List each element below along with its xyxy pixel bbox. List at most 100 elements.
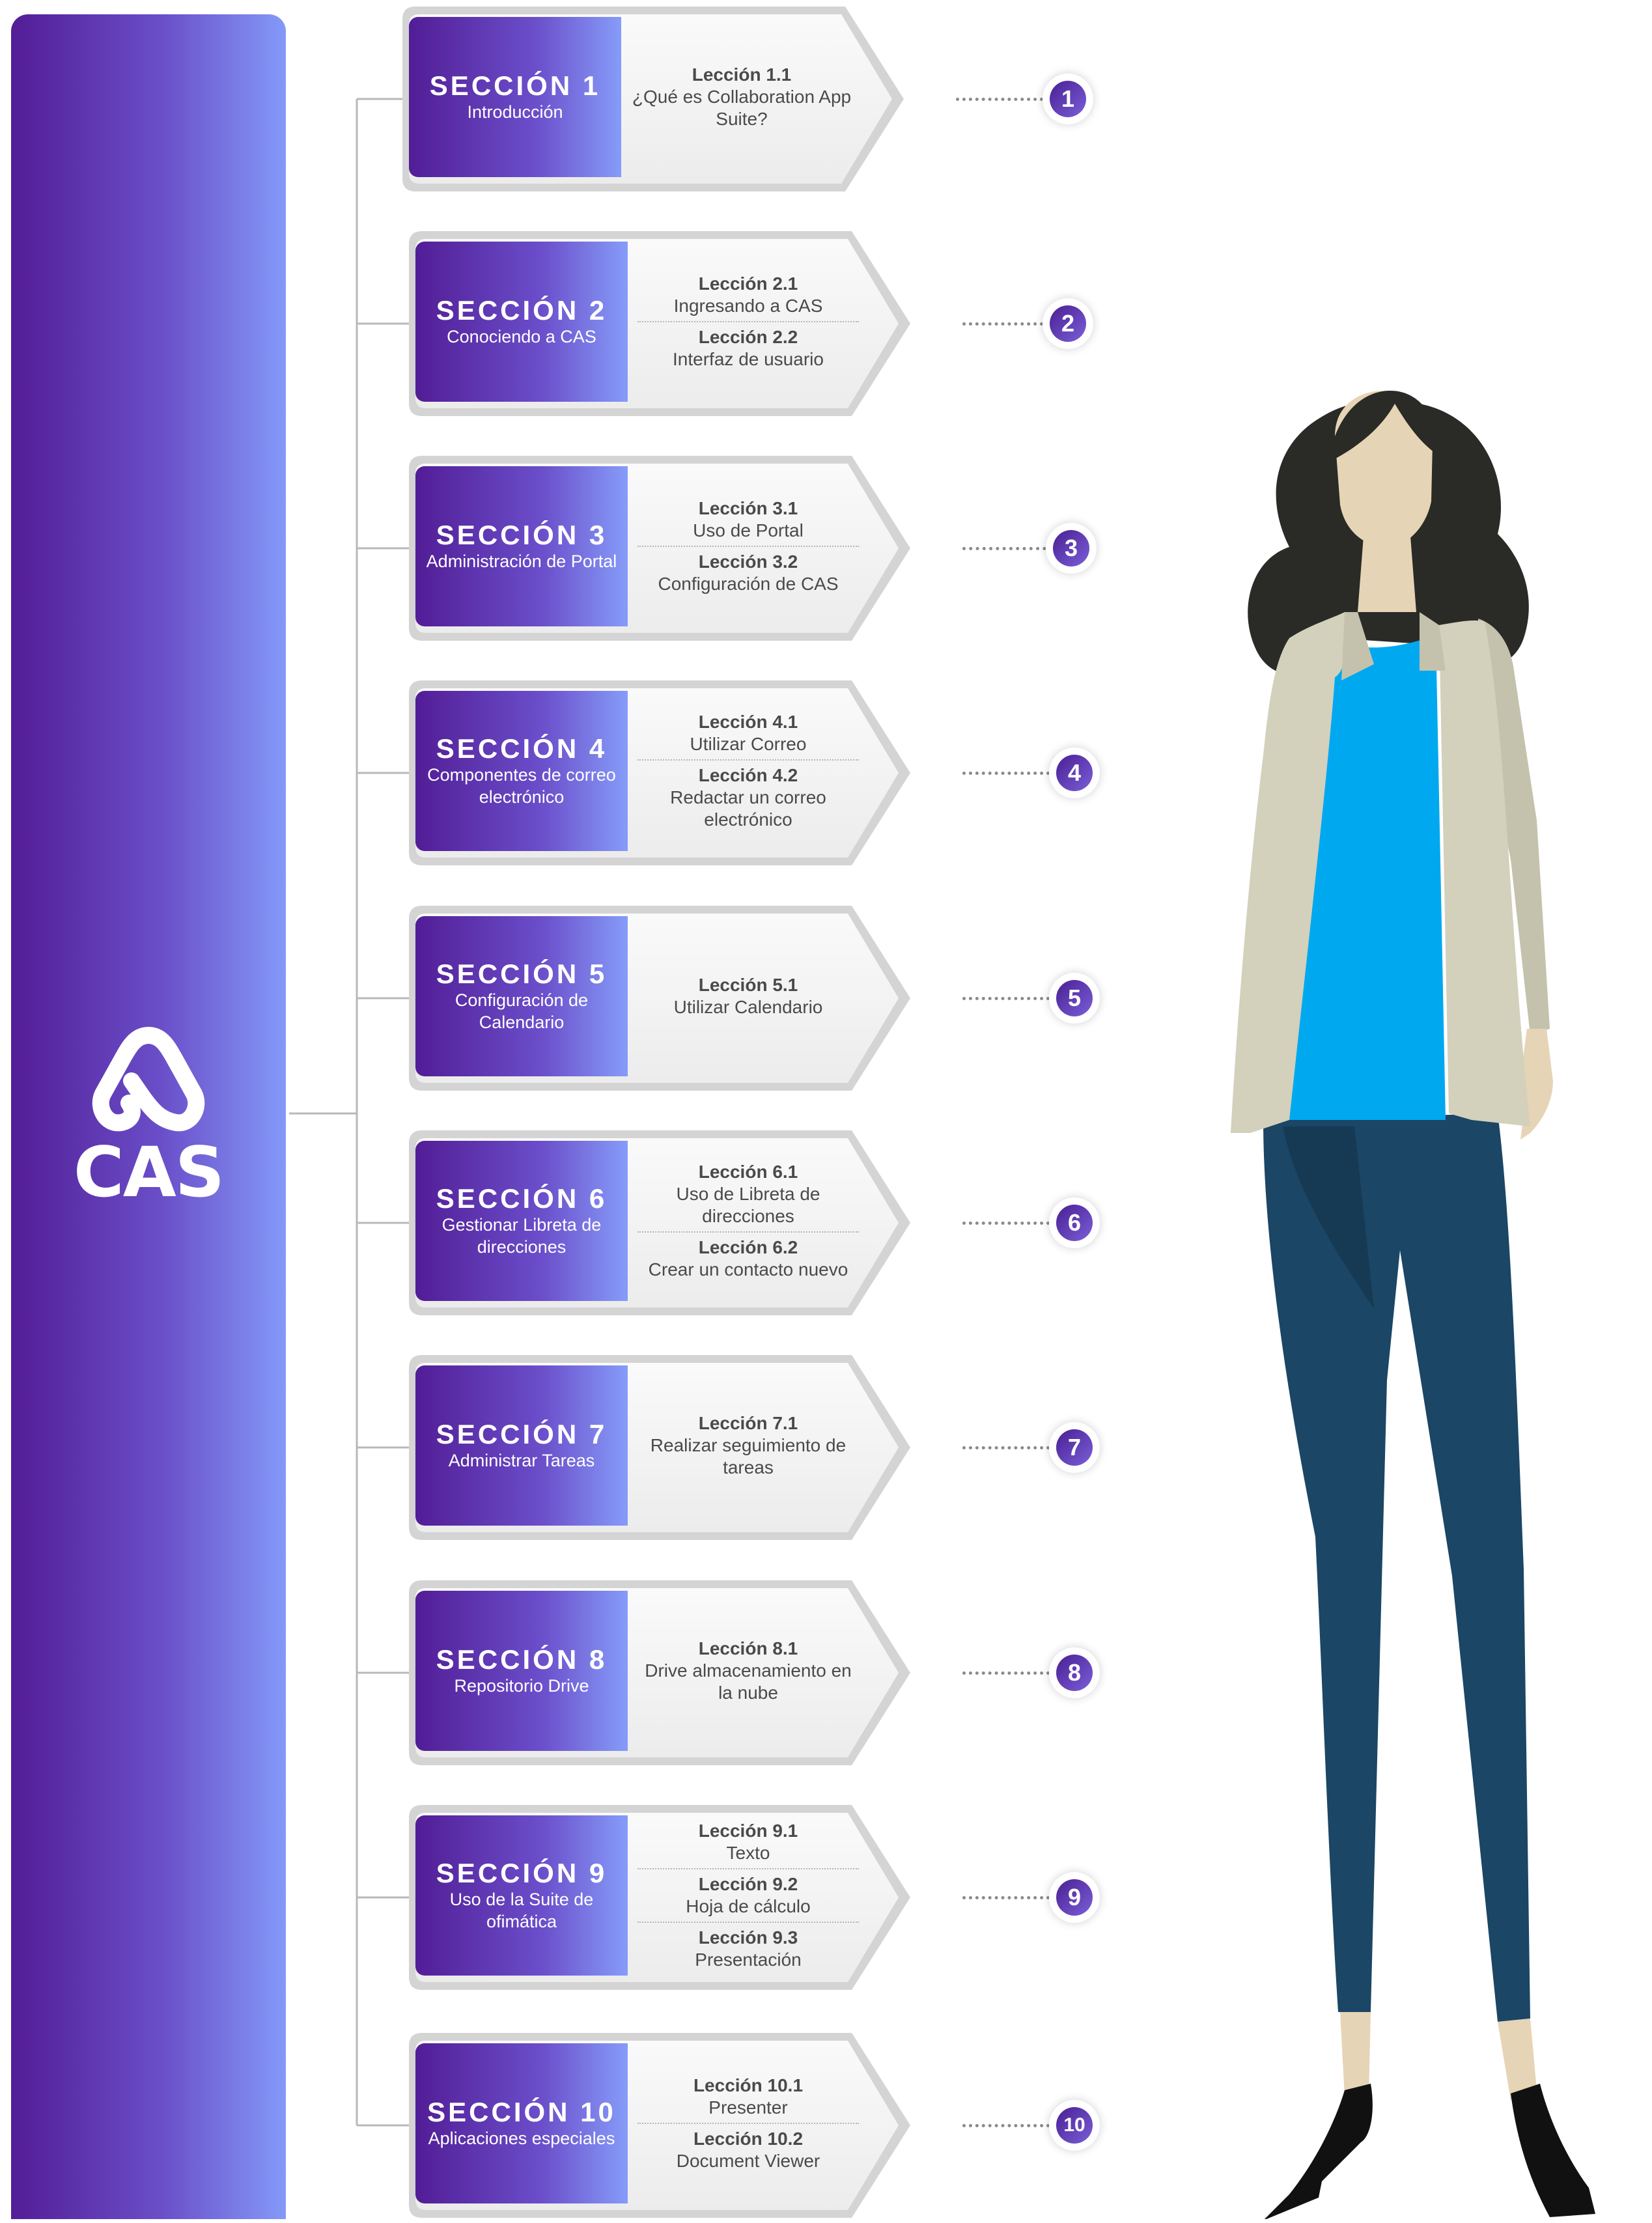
badge-number: 5 xyxy=(1056,980,1093,1016)
section-title: SECCIÓN 2 xyxy=(436,295,608,326)
badge-number: 2 xyxy=(1050,305,1086,342)
lesson-name: Uso de Portal xyxy=(693,520,804,540)
hair-fringe xyxy=(1328,391,1439,462)
lesson-name: Presenter xyxy=(708,2097,788,2118)
section-number-badge: 3 xyxy=(1046,523,1097,574)
lesson-name: Realizar seguimiento de tareas xyxy=(650,1435,847,1477)
section-title: SECCIÓN 5 xyxy=(436,958,608,989)
lesson-name: Redactar un correo electrónico xyxy=(670,787,826,830)
badge-number: 1 xyxy=(1050,81,1086,117)
lesson-number: Lección 5.1 xyxy=(698,975,798,995)
jacket-lapel-right xyxy=(1420,612,1446,671)
badge-number: 3 xyxy=(1053,530,1089,566)
dotted-connector xyxy=(962,1671,1063,1675)
dotted-connector xyxy=(962,2124,1063,2127)
section-subtitle: Repositorio Drive xyxy=(454,1676,589,1696)
badge-number: 10 xyxy=(1056,2107,1093,2144)
lesson-number: Lección 6.2 xyxy=(698,1237,798,1257)
section-title: SECCIÓN 9 xyxy=(436,1858,608,1888)
lesson-number: Lección 10.1 xyxy=(693,2075,804,2095)
badge-number: 8 xyxy=(1056,1655,1093,1691)
section-number-badge: 2 xyxy=(1043,298,1093,349)
section-number-badge: 9 xyxy=(1049,1872,1100,1923)
section-number-badge: 5 xyxy=(1049,973,1100,1024)
tree-connector xyxy=(289,98,414,2127)
lesson-number: Lección 7.1 xyxy=(698,1413,798,1433)
lesson-name: Texto xyxy=(726,1843,770,1863)
section-title: SECCIÓN 3 xyxy=(436,520,608,550)
lesson-number: Lección 9.3 xyxy=(698,1927,798,1948)
lesson-name: Drive almacenamiento en la nube xyxy=(645,1660,852,1703)
neck xyxy=(1358,527,1416,612)
section-number-badge: 6 xyxy=(1049,1197,1100,1248)
ankle-left xyxy=(1340,2012,1371,2097)
badge-number: 4 xyxy=(1056,755,1093,791)
badge-number: 7 xyxy=(1056,1429,1093,1466)
lesson-name: Ingresando a CAS xyxy=(673,296,823,316)
section-title: SECCIÓN 8 xyxy=(436,1644,608,1675)
lesson-number: Lección 9.1 xyxy=(698,1821,798,1841)
section-subtitle: Introducción xyxy=(467,102,563,122)
pants xyxy=(1263,1113,1530,2022)
section-subtitle: Conociendo a CAS xyxy=(447,327,596,346)
woman-illustration xyxy=(1231,391,1595,2219)
lesson-name: Utilizar Correo xyxy=(690,734,807,754)
lesson-name: Uso de Libreta de direcciones xyxy=(676,1184,820,1226)
dotted-connector xyxy=(962,1446,1063,1449)
jacket-left xyxy=(1231,612,1348,1133)
lesson-name: Crear un contacto nuevo xyxy=(648,1259,848,1279)
section-card: SECCIÓN 10 Aplicaciones especiales Lección… xyxy=(396,2028,936,2218)
section-number-badge: 1 xyxy=(1043,74,1093,124)
section-subtitle: Uso de la Suite de ofimática xyxy=(449,1890,594,1931)
section-title: SECCIÓN 10 xyxy=(427,2097,616,2127)
lesson-number: Lección 3.1 xyxy=(698,498,798,518)
lesson-number: Lección 1.1 xyxy=(692,64,792,85)
lesson-list: Lección 1.1¿Qué es Collaboration App Sui… xyxy=(621,17,862,177)
section-number-badge: 10 xyxy=(1049,2100,1100,2151)
cas-logo-icon xyxy=(92,1027,205,1132)
pants-shadow xyxy=(1283,1126,1374,1309)
lesson-name: ¿Qué es Collaboration App Suite? xyxy=(632,87,852,129)
shirt xyxy=(1289,635,1446,1120)
dotted-connector xyxy=(962,772,1063,775)
lesson-name: Document Viewer xyxy=(676,2151,820,2171)
section-number-badge: 4 xyxy=(1049,748,1100,798)
lesson-number: Lección 3.2 xyxy=(698,552,798,572)
dotted-connector xyxy=(962,997,1063,1000)
section-subtitle: Configuración de Calendario xyxy=(455,990,589,1032)
section-header: SECCIÓN 10 Aplicaciones especiales xyxy=(415,2043,628,2203)
section-subtitle: Gestionar Libreta de direcciones xyxy=(441,1215,602,1257)
section-subtitle: Aplicaciones especiales xyxy=(428,2129,615,2148)
ankle-right xyxy=(1498,2019,1537,2100)
lesson-name: Interfaz de usuario xyxy=(673,349,824,369)
section-subtitle: Componentes de correo electrónico xyxy=(427,765,616,807)
section-title: SECCIÓN 6 xyxy=(436,1183,608,1214)
lesson-number: Lección 4.2 xyxy=(698,765,798,785)
